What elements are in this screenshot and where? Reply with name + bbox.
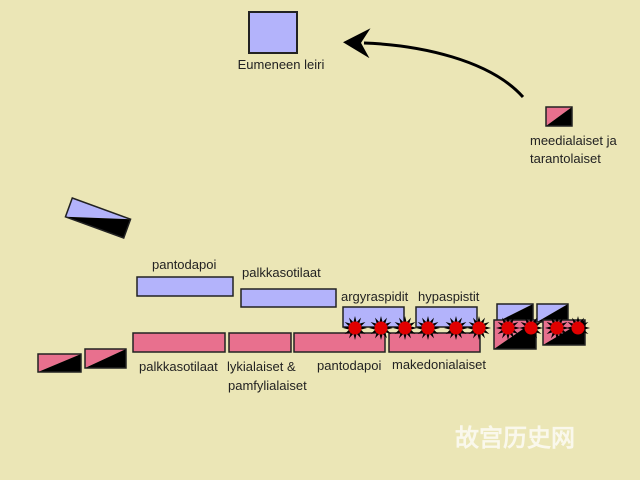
watermark: 故宫历史网 (455, 424, 575, 452)
left-pink-cavalry-2 (84, 348, 127, 369)
clash-star-core (449, 321, 463, 335)
clash-star-core (524, 321, 538, 335)
clash-star-core (550, 321, 564, 335)
macedonians-label: makedonialaiset (392, 357, 486, 372)
pink-mercenaries-label: palkkasotilaat (139, 359, 218, 374)
eumenes-camp (248, 11, 298, 54)
movement-arrow (343, 28, 525, 98)
pink-mercenaries-unit (132, 332, 226, 353)
medes-label-1: meedialaiset ja (530, 133, 617, 148)
right-blue-cavalry-1 (496, 303, 534, 323)
clash-star-core (571, 321, 585, 335)
clash-star-core (398, 321, 412, 335)
lycians-label-2: pamfylialaiset (228, 378, 307, 393)
hypaspists-label: hypaspistit (418, 289, 480, 304)
lycians-label-1: lykialaiset & (227, 359, 296, 374)
clash-markers (343, 316, 590, 340)
pink-pantodapoi-label: pantodapoi (317, 358, 381, 373)
left-pink-cavalry-1 (37, 353, 82, 373)
clash-star-core (348, 321, 362, 335)
lycians-unit (228, 332, 292, 353)
blue-cavalry-tilted (64, 197, 132, 239)
blue-mercenaries-label: palkkasotilaat (242, 265, 321, 280)
clash-star-core (421, 321, 435, 335)
clash-star-core (374, 321, 388, 335)
camp-label: Eumeneen leiri (238, 57, 325, 72)
pink-pantodapoi-unit (293, 332, 386, 353)
blue-pantodapoi-label: pantodapoi (152, 257, 216, 272)
blue-mercenaries-unit (240, 288, 337, 308)
clash-star-core (472, 321, 486, 335)
clash-star-core (501, 321, 515, 335)
argyraspids-label: argyraspidit (341, 289, 409, 304)
medes-unit (545, 106, 573, 127)
medes-label-2: tarantolaiset (530, 151, 601, 166)
blue-pantodapoi-unit (136, 276, 234, 297)
macedonians-unit (388, 332, 481, 353)
